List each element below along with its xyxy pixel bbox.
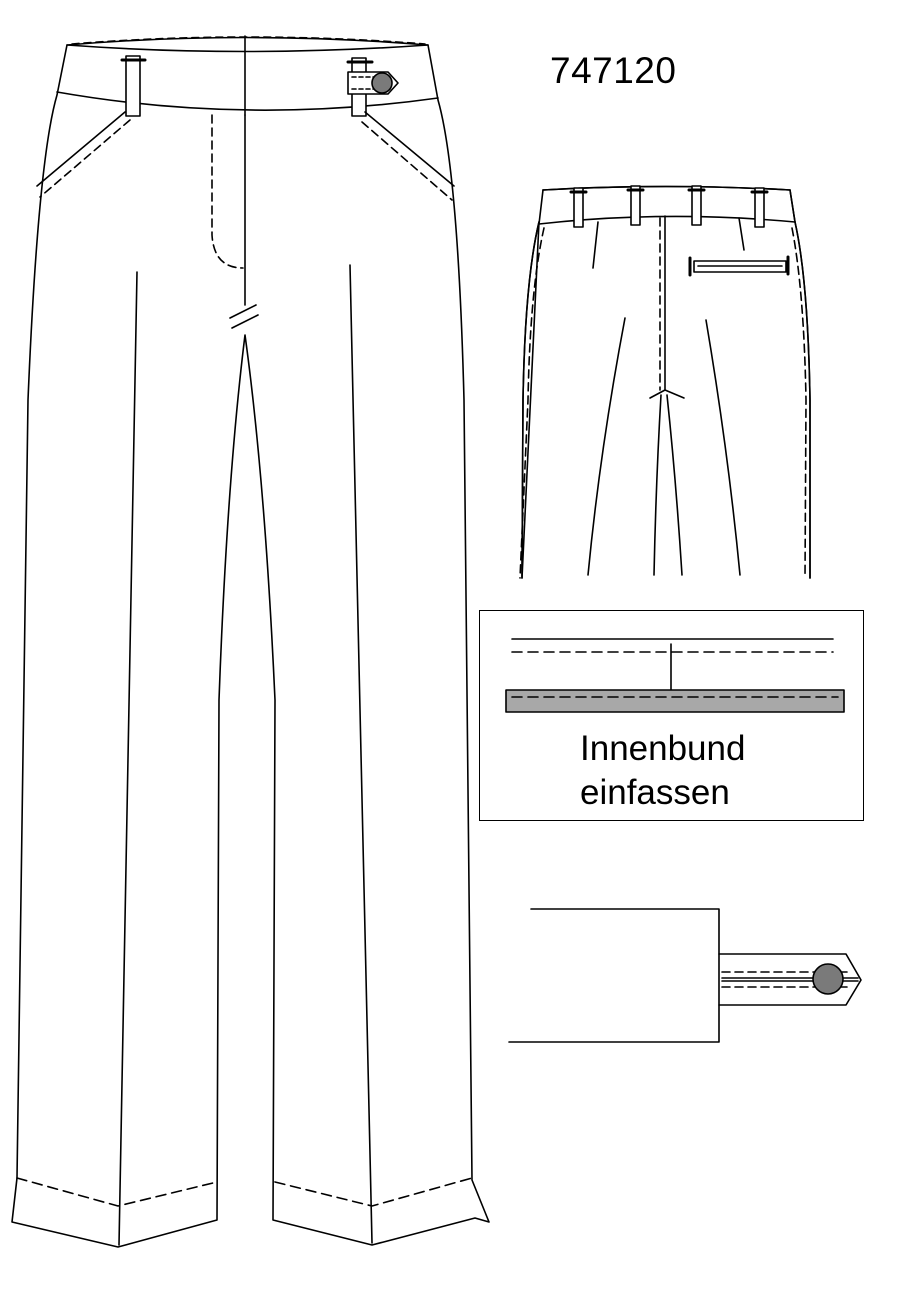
front-waistband-bottom	[56, 91, 439, 111]
back-waistband-right-edge	[789, 189, 796, 223]
back-crease-right	[705, 319, 741, 576]
back-belt-loops	[569, 185, 769, 228]
detail-box	[479, 610, 864, 821]
binding-strip	[505, 689, 845, 713]
front-crease-left	[118, 271, 138, 1246]
back-dart-right	[738, 217, 745, 251]
front-waistband-top	[66, 44, 429, 53]
front-waist-tab	[347, 71, 399, 95]
back-side-right	[794, 221, 811, 579]
tab-button-icon	[812, 963, 844, 995]
hem-cuff-right	[274, 1177, 473, 1207]
fly-stitching	[211, 114, 244, 269]
back-inseam-left	[653, 394, 662, 576]
back-side-left	[521, 221, 540, 579]
back-outline	[521, 185, 811, 579]
back-crease-left	[587, 317, 626, 576]
trousers-front-view	[11, 35, 490, 1248]
hem-cuff-left	[16, 1177, 218, 1207]
detail-caption-line1: Innenbund	[580, 729, 746, 768]
fly-bartack-2	[231, 314, 259, 329]
trousers-back-view	[519, 185, 811, 579]
detail-waist-tab	[508, 908, 862, 1043]
model-number: 747120	[550, 50, 677, 91]
back-inseam-right	[666, 394, 683, 576]
front-pocket-right	[361, 111, 455, 201]
front-belt-loop-left	[120, 55, 147, 117]
back-crotch-point	[649, 389, 685, 399]
detail-waistband-binding	[505, 638, 845, 713]
front-outline	[11, 36, 490, 1248]
detail-caption: Innenbund einfassen	[580, 727, 745, 815]
front-pocket-left	[36, 111, 131, 198]
fly-bartack-1	[229, 304, 257, 319]
back-welt-pocket	[688, 255, 790, 277]
detail-caption-line2: einfassen	[580, 773, 730, 812]
front-crease-right	[349, 264, 373, 1244]
back-dart-left	[592, 221, 599, 269]
button-icon	[371, 72, 393, 94]
back-waistband-left-edge	[538, 189, 544, 225]
front-waistband-top-dash	[71, 36, 426, 45]
